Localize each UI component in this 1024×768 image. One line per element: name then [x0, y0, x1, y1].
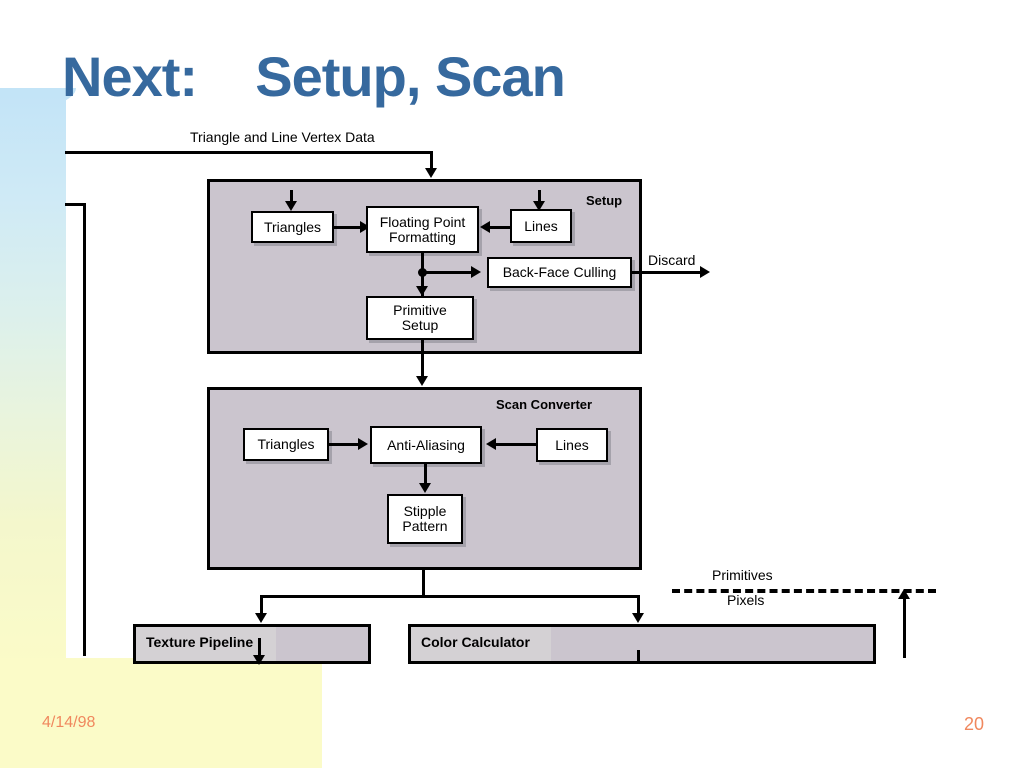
node-setup-triangles-label: Triangles: [263, 218, 322, 235]
arrowhead-input-to-setup: [425, 168, 437, 178]
page-title: Next: Setup, Scan: [62, 45, 566, 108]
node-floating-point-formatting[interactable]: Floating Point Formatting: [366, 206, 479, 253]
bar-texture-pipeline[interactable]: Texture Pipeline: [133, 624, 371, 664]
edge-scan-out-vertical: [422, 570, 425, 598]
bar-color-calculator[interactable]: Color Calculator: [408, 624, 876, 664]
container-setup-label: Setup: [586, 193, 623, 208]
footer-page-number: 20: [964, 714, 985, 734]
edge-left-rail-top: [65, 203, 86, 206]
node-primitive-setup[interactable]: Primitive Setup: [366, 296, 474, 340]
node-anti-aliasing-label: Anti-Aliasing: [387, 436, 465, 453]
node-anti-aliasing[interactable]: Anti-Aliasing: [370, 426, 482, 464]
arrowhead-setup-lines-in: [533, 201, 545, 211]
edge-input-horizontal: [65, 151, 433, 154]
node-setup-triangles[interactable]: Triangles: [251, 211, 334, 243]
edge-right-return-rail: [903, 598, 906, 658]
node-scan-triangles[interactable]: Triangles: [243, 428, 329, 461]
arrowhead-discard: [700, 266, 710, 278]
edge-color-internal-arrow: [637, 650, 640, 664]
edge-aa-to-stipple: [424, 464, 427, 486]
arrowhead-setup-triangles-in: [285, 201, 297, 211]
node-back-face-culling-label: Back-Face Culling: [502, 264, 617, 281]
footer-accent-block: [0, 658, 322, 768]
node-scan-triangles-label: Triangles: [257, 436, 315, 453]
bar-texture-pipeline-label-bg: [136, 627, 276, 661]
arrowhead-scan-triangles-to-aa: [358, 438, 368, 450]
arrowhead-fpf-to-backface: [471, 266, 481, 278]
arrowhead-setup-to-scan: [416, 376, 428, 386]
node-stipple-pattern-label-line1: Stipple: [403, 503, 447, 520]
arrowhead-aa-to-stipple: [419, 483, 431, 493]
boundary-label-primitives: Primitives: [712, 567, 773, 583]
edge-texture-internal-arrow: [258, 638, 261, 660]
container-scan-converter-label: Scan Converter: [496, 397, 593, 412]
bar-texture-pipeline-label: Texture Pipeline: [146, 634, 254, 650]
node-setup-lines-label: Lines: [524, 217, 558, 234]
edge-setup-to-scan: [421, 340, 424, 382]
arrowhead-texture-internal: [253, 655, 265, 665]
boundary-dashed-line: [672, 589, 936, 593]
node-floating-point-formatting-label-line1: Floating Point: [379, 213, 466, 230]
node-primitive-setup-label-line2: Setup: [401, 317, 439, 333]
edge-fpf-to-backface: [421, 271, 473, 274]
arrowhead-right-return-rail: [898, 589, 910, 599]
bar-color-calculator-label: Color Calculator: [421, 634, 530, 650]
bar-color-calculator-label-bg: [411, 627, 551, 661]
edge-scan-lines-to-aa: [496, 443, 536, 446]
edge-fork-right-vertical: [637, 595, 640, 617]
edge-setup-lines-in: [538, 190, 541, 204]
arrowhead-to-texture-pipeline: [255, 613, 267, 623]
arrowhead-triangles-to-fpf: [360, 221, 370, 233]
node-scan-lines-label: Lines: [555, 436, 589, 453]
edge-setup-triangles-in: [290, 190, 293, 204]
edge-fork-left-vertical: [260, 595, 263, 617]
node-stipple-pattern[interactable]: Stipple Pattern: [387, 494, 463, 544]
edge-backface-to-discard: [632, 271, 704, 274]
arrowhead-lines-to-fpf: [480, 221, 490, 233]
arrowhead-to-color-calculator: [632, 613, 644, 623]
arrowhead-scan-lines-to-aa: [486, 438, 496, 450]
node-back-face-culling[interactable]: Back-Face Culling: [487, 257, 632, 288]
sidebar-gradient-band: [0, 95, 66, 668]
edge-scan-triangles-to-aa: [329, 443, 361, 446]
node-primitive-setup-label-line1: Primitive: [393, 302, 447, 319]
edge-input-vertical: [430, 151, 433, 171]
boundary-label-pixels: Pixels: [727, 592, 765, 608]
footer-date: 4/14/98: [42, 714, 96, 731]
edge-label-input-vertex-data: Triangle and Line Vertex Data: [190, 129, 375, 145]
arrowhead-fpf-to-primitive-setup: [416, 286, 428, 296]
edge-triangles-to-fpf: [334, 226, 363, 229]
edge-label-discard: Discard: [648, 252, 696, 268]
node-setup-lines[interactable]: Lines: [510, 209, 572, 243]
node-stipple-pattern-label-line2: Pattern: [402, 518, 448, 534]
node-scan-lines[interactable]: Lines: [536, 428, 608, 462]
edge-scan-out-fork: [260, 595, 640, 598]
node-floating-point-formatting-label-line2: Formatting: [389, 228, 456, 245]
edge-lines-to-fpf: [489, 226, 511, 229]
edge-left-rail-vertical: [83, 203, 86, 656]
